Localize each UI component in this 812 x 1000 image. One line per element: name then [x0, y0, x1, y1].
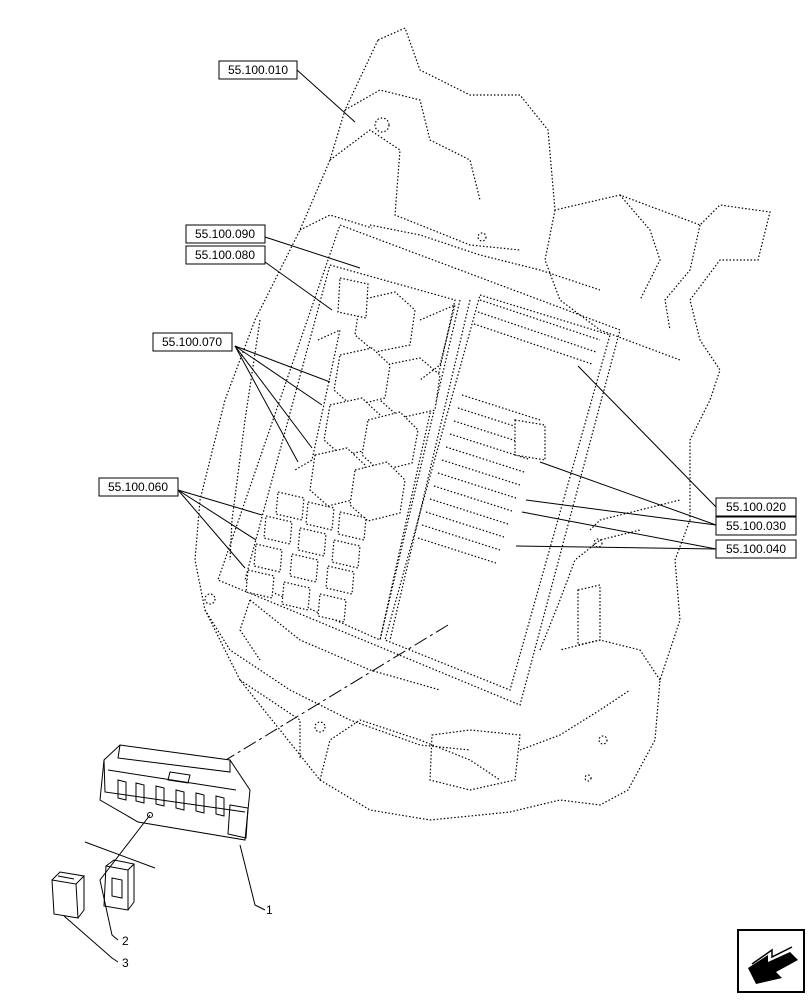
callout-label: 55.100.010	[228, 63, 288, 77]
callout-55-100-040: 55.100.040	[715, 539, 797, 559]
callout-55-100-030: 55.100.030	[715, 516, 797, 536]
callout-label: 55.100.080	[195, 248, 255, 262]
fuse-box-housing	[194, 27, 771, 821]
item-number-3: 3	[122, 956, 129, 970]
arrow-icon[interactable]	[737, 929, 805, 993]
relay-fuse-panel	[217, 224, 621, 706]
part-3-fuse	[51, 871, 86, 919]
item-number-2: 2	[122, 934, 129, 948]
assembly-line-2	[84, 841, 156, 869]
part-1-fuse-holder	[99, 744, 251, 841]
callout-label: 55.100.060	[108, 480, 168, 494]
callout-55-100-020: 55.100.020	[715, 497, 797, 517]
item-number-1: 1	[266, 903, 273, 917]
callout-label: 55.100.090	[195, 227, 255, 241]
callout-55-100-080: 55.100.080	[185, 245, 266, 265]
callout-label: 55.100.020	[726, 500, 786, 514]
fuse-grid	[294, 299, 601, 564]
callout-label: 55.100.040	[726, 542, 786, 556]
fuse-block-small	[245, 491, 367, 623]
callout-55-100-010: 55.100.010	[218, 60, 298, 80]
callout-55-100-060: 55.100.060	[98, 477, 179, 497]
callout-label: 55.100.070	[162, 335, 222, 349]
callout-55-100-090: 55.100.090	[185, 224, 266, 244]
callout-label: 55.100.030	[726, 519, 786, 533]
callout-55-100-070: 55.100.070	[152, 332, 233, 352]
part-2-fuse	[103, 859, 136, 911]
leader-lines	[63, 69, 717, 963]
relay-block-large	[309, 277, 441, 522]
